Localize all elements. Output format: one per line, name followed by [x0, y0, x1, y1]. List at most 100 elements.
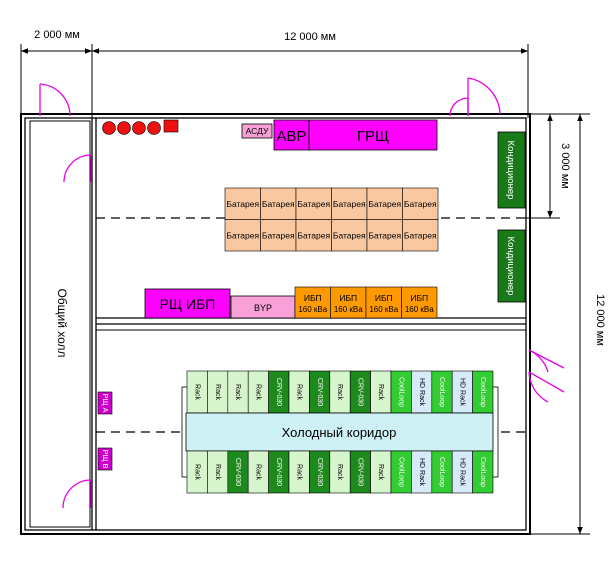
panel-a-label: РЩ А — [101, 393, 110, 412]
ups-unit-label: ИБП — [375, 293, 393, 303]
rack-label: Rack — [214, 464, 221, 480]
dim-upper-zone: 3 000 мм — [559, 143, 571, 189]
door-hall-left-upper-icon — [63, 154, 92, 183]
door-hall-left-lower-icon — [62, 479, 92, 509]
rack-label: Rack — [214, 384, 221, 400]
rack-label: CRV-030 — [357, 458, 364, 486]
grsh-label: ГРЩ — [357, 128, 389, 145]
avr-label: АВР — [276, 128, 306, 145]
battery-label: Батарея — [297, 199, 330, 209]
ups-unit — [365, 286, 402, 319]
rack-label: Rack — [193, 464, 200, 480]
ac-unit-2 — [497, 229, 526, 303]
doors — [39, 77, 565, 509]
battery-cell — [366, 187, 403, 220]
ups-unit-capacity: 160 кВа — [298, 305, 327, 314]
ups-unit — [294, 286, 331, 319]
battery-label: Батарея — [333, 231, 366, 241]
ups-unit-label: ИБП — [304, 293, 322, 303]
asdu-box — [241, 123, 273, 139]
grsh-box — [308, 119, 438, 151]
rack-label: Rack — [336, 384, 343, 400]
ups-unit — [330, 286, 367, 319]
ups-unit-label: ИБП — [410, 293, 428, 303]
rack-label: CRV-030 — [316, 458, 323, 486]
rack-label: CoolLoop — [479, 457, 486, 487]
cold-aisle — [185, 412, 494, 452]
rack-label: CRV-030 — [275, 458, 282, 486]
ups-units: ИБП 160 кВа ИБП 160 кВа ИБП 160 кВа ИБП 160 кВа — [294, 286, 438, 319]
rack-label: CoolLoop — [438, 457, 445, 487]
cold-aisle-label: Холодный коридор — [282, 425, 397, 440]
battery-label: Батарея — [368, 199, 401, 209]
rack-label: Rack — [255, 464, 262, 480]
rack-label: CRV-030 — [316, 378, 323, 406]
rack-label: HD Rack — [459, 458, 466, 487]
ups-unit-label: ИБП — [339, 293, 357, 303]
rack-label: Rack — [377, 464, 384, 480]
extinguisher-icon — [117, 121, 131, 135]
battery-cell — [366, 219, 403, 252]
rack-unit — [472, 450, 494, 494]
battery-label: Батарея — [404, 199, 437, 209]
avr-box — [273, 119, 310, 151]
red-box — [163, 119, 179, 133]
ups-unit-capacity: 160 кВа — [405, 305, 434, 314]
rack-label: Rack — [295, 384, 302, 400]
battery-cell — [331, 219, 368, 252]
asdu-label: АСДУ — [246, 126, 269, 136]
rack-label: CoolLoop — [397, 457, 404, 487]
ups-panel-box — [144, 288, 231, 319]
rack-label: CRV-030 — [234, 458, 241, 486]
panel-a-box — [97, 391, 113, 415]
rack-label: CRV-030 — [275, 378, 282, 406]
door-hall-top-icon — [39, 83, 71, 117]
ups-unit-capacity: 160 кВа — [369, 305, 398, 314]
ups-panel-label: РЩ ИБП — [160, 296, 216, 312]
rack-label: Rack — [295, 464, 302, 480]
door-server-top-icon — [449, 77, 501, 117]
door-right-icon — [528, 349, 565, 403]
rack-label: CRV-030 — [357, 378, 364, 406]
dim-room-width: 12 000 мм — [284, 31, 336, 43]
dimension-lines — [20, 44, 590, 535]
rack-label: CoolLoop — [397, 377, 404, 407]
rack-label: HD Rack — [418, 458, 425, 487]
ups-unit — [401, 286, 438, 319]
rack-label: Rack — [255, 384, 262, 400]
ac-unit-2-label: Кондиционер — [505, 237, 516, 296]
rack-label: Rack — [377, 384, 384, 400]
rack-label: CoolLoop — [438, 377, 445, 407]
ac-unit-1-label: Кондиционер — [505, 141, 516, 200]
battery-label: Батарея — [297, 231, 330, 241]
battery-cell — [224, 219, 261, 252]
battery-label: Батарея — [262, 231, 295, 241]
battery-cell — [331, 187, 368, 220]
hall-label: Общий холл — [55, 288, 69, 357]
rack-label: HD Rack — [418, 378, 425, 407]
battery-label: Батарея — [333, 199, 366, 209]
extinguisher-icon — [102, 121, 116, 135]
red-circles — [102, 119, 179, 135]
rack-label: CoolLoop — [479, 377, 486, 407]
battery-cell — [402, 187, 439, 220]
rack-label: Rack — [234, 384, 241, 400]
dim-room-depth: 12 000 мм — [594, 294, 606, 346]
rack-row-top: Rack Rack Rack Rack CRV-030 Rack CRV-030 Rack CR… — [186, 370, 494, 414]
ups-unit-capacity: 160 кВа — [334, 305, 363, 314]
battery-label: Батарея — [368, 231, 401, 241]
panel-b-box — [97, 447, 113, 471]
battery-label: Батарея — [226, 199, 259, 209]
bypass-label: BYP — [254, 303, 272, 313]
battery-label: Батарея — [404, 231, 437, 241]
dim-hall-width: 2 000 мм — [34, 29, 80, 41]
rack-label: Rack — [193, 384, 200, 400]
extinguisher-icon — [147, 121, 161, 135]
battery-cell — [224, 187, 261, 220]
battery-cell — [260, 187, 297, 220]
battery-label: Батарея — [262, 199, 295, 209]
rack-label: HD Rack — [459, 378, 466, 407]
battery-label: Батарея — [226, 231, 259, 241]
